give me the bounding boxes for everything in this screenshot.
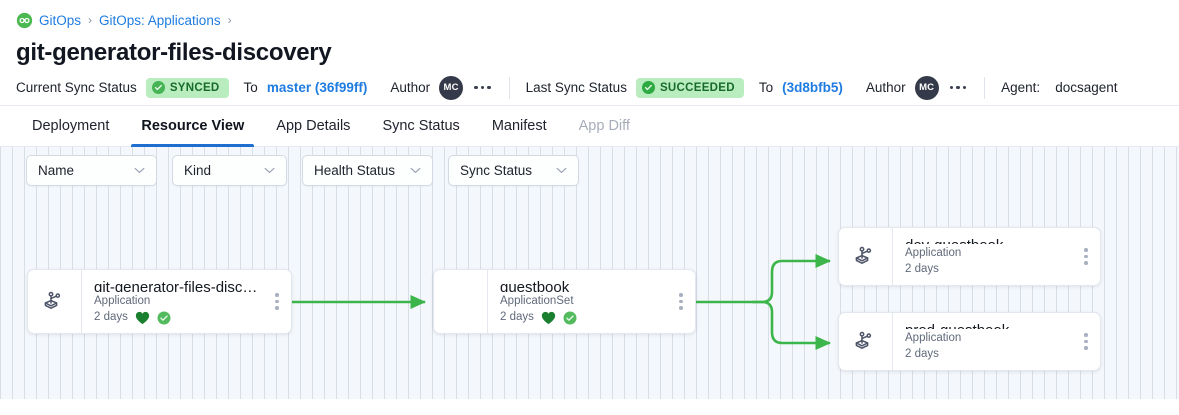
node-meta: 2 days [905,262,1072,277]
chevron-down-icon [134,167,145,173]
current-sync-status-badge[interactable]: SYNCED [145,77,229,98]
node-body: dev-guestbook Application 2 days [892,228,1072,285]
filter-bar: Name Kind Health Status Sync Status [26,155,579,186]
last-sync-status-badge-label: SUCCEEDED [659,81,735,94]
kebab-menu-icon[interactable] [1072,313,1100,370]
agent-label: Agent: [1001,80,1041,95]
kebab-menu-icon[interactable] [263,270,291,333]
node-kind: Application [94,295,151,307]
last-author-label: Author [865,80,906,95]
application-node-icon [839,313,892,370]
node-age: 2 days [905,348,939,360]
chevron-down-icon [264,167,275,173]
current-revision-link[interactable]: master (36f99ff) [266,80,368,95]
chevron-down-icon [556,167,567,173]
last-sync-status-label: Last Sync Status [525,80,627,95]
breadcrumb-item-gitops-applications[interactable]: GitOps: Applications [99,12,221,28]
gitops-logo-icon [16,12,33,28]
node-title: dev-guestbook [905,236,1072,244]
last-to-word: To [758,80,774,95]
check-circle-icon [563,311,577,324]
page-title: git-generator-files-discovery [16,39,332,66]
last-ellipsis-icon[interactable] [948,82,969,94]
node-title: git-generator-files-disco… [94,279,263,292]
graph-node-guestbook[interactable]: guestbook ApplicationSet 2 days [433,269,696,334]
edge-appset-to-dev [752,253,832,304]
breadcrumb: GitOps › GitOps: Applications › [0,0,1179,31]
application-node-icon [839,228,892,285]
node-meta: 2 days [905,347,1072,362]
node-age: 2 days [500,311,534,323]
node-kind: ApplicationSet [500,295,574,307]
check-circle-icon [157,311,171,324]
filter-kind-dropdown[interactable]: Kind [172,155,287,186]
node-age: 2 days [905,263,939,275]
breadcrumb-separator-1: › [88,13,93,27]
filter-sync-status-label: Sync Status [460,163,533,178]
breadcrumb-separator-2: › [227,13,232,27]
resource-graph-canvas[interactable]: Name Kind Health Status Sync Status [0,147,1179,399]
last-sync-status-group: Last Sync Status SUCCEEDED To (3d8bfb5) … [525,75,969,100]
applicationset-node-icon [434,270,487,333]
node-title: prod-guestbook [905,321,1072,329]
filter-kind-label: Kind [184,163,212,178]
heart-icon [135,311,150,324]
current-sync-status-badge-label: SYNCED [169,81,220,94]
agent-value: docsagent [1055,80,1118,95]
last-revision-link[interactable]: (3d8bfb5) [782,80,843,95]
current-sync-status-label: Current Sync Status [16,80,137,95]
check-circle-icon [151,81,165,94]
node-title: guestbook [500,279,570,292]
status-divider-2 [984,76,986,99]
chevron-down-icon [410,167,421,173]
status-bar: Current Sync Status SYNCED To master (36… [0,68,1179,106]
filter-name-label: Name [38,163,75,178]
check-circle-icon [641,81,655,94]
last-author-avatar[interactable]: MC [914,75,939,100]
graph-node-git-generator-files-discovery[interactable]: git-generator-files-disco… Application 2… [27,269,292,334]
kebab-menu-icon[interactable] [667,270,695,333]
filter-sync-status-dropdown[interactable]: Sync Status [448,155,579,186]
node-meta: 2 days [500,310,667,325]
node-kind: Application [905,247,962,259]
tab-app-diff: App Diff [578,118,630,134]
application-node-icon [28,270,81,333]
node-body: git-generator-files-disco… Application 2… [81,270,263,333]
filter-health-status-label: Health Status [314,163,396,178]
graph-node-dev-guestbook[interactable]: dev-guestbook Application 2 days [838,227,1101,286]
edge-appset-to-prod [752,300,832,351]
graph-node-prod-guestbook[interactable]: prod-guestbook Application 2 days [838,312,1101,371]
node-meta: 2 days [94,310,263,325]
tab-app-details[interactable]: App Details [276,118,351,134]
tab-sync-status[interactable]: Sync Status [382,118,460,134]
current-sync-status-group: Current Sync Status SYNCED To master (36… [16,75,493,100]
tab-bar: Deployment Resource View App Details Syn… [0,106,1179,147]
status-divider-1 [508,76,510,99]
node-kind: Application [905,332,962,344]
tab-resource-view[interactable]: Resource View [125,117,260,147]
current-ellipsis-icon[interactable] [472,82,493,94]
node-body: prod-guestbook Application 2 days [892,313,1072,370]
filter-name-dropdown[interactable]: Name [26,155,157,186]
filter-health-status-dropdown[interactable]: Health Status [302,155,433,186]
tab-deployment[interactable]: Deployment [32,118,110,134]
current-author-label: Author [390,80,431,95]
node-body: guestbook ApplicationSet 2 days [487,270,667,333]
current-author-avatar[interactable]: MC [439,75,464,100]
node-age: 2 days [94,311,128,323]
heart-icon [541,311,556,324]
last-sync-status-badge[interactable]: SUCCEEDED [635,77,744,98]
tab-manifest[interactable]: Manifest [491,118,547,134]
agent-group: Agent: docsagent [1001,80,1117,95]
kebab-menu-icon[interactable] [1072,228,1100,285]
current-to-word: To [243,80,258,95]
breadcrumb-item-gitops[interactable]: GitOps [39,12,82,28]
